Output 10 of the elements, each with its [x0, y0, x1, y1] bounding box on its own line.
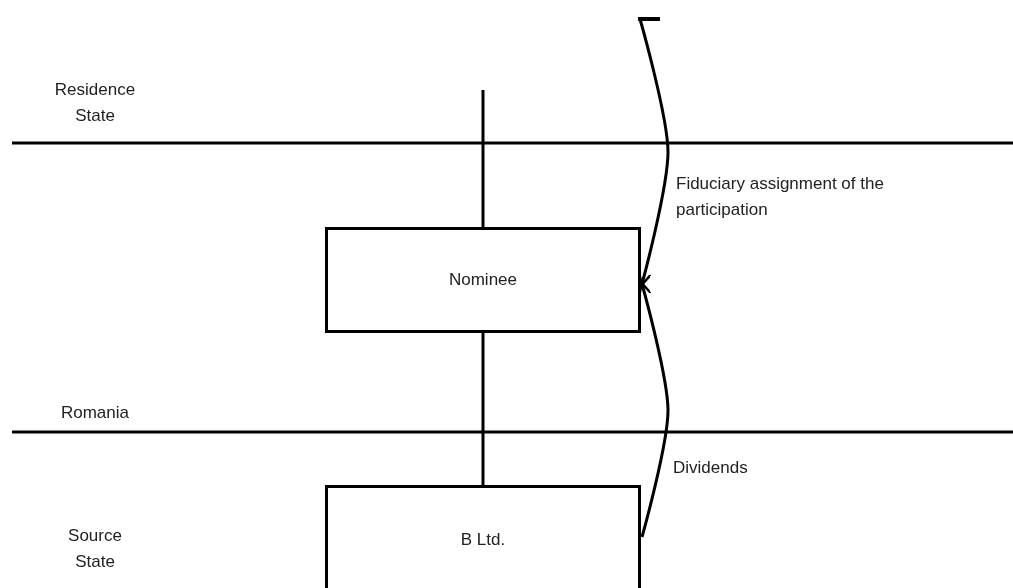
connector-line: [481, 333, 485, 485]
curved-arrow: [636, 17, 670, 287]
entity-name: Nominee: [448, 270, 517, 290]
entity-box: [325, 485, 641, 588]
region-label: Romania: [59, 402, 130, 424]
entity-box: [325, 227, 641, 333]
region-label: Source State: [67, 525, 123, 573]
connector-line: [481, 90, 485, 227]
entity-name: B Ltd.: [460, 530, 506, 550]
region-label: Residence State: [53, 79, 137, 127]
